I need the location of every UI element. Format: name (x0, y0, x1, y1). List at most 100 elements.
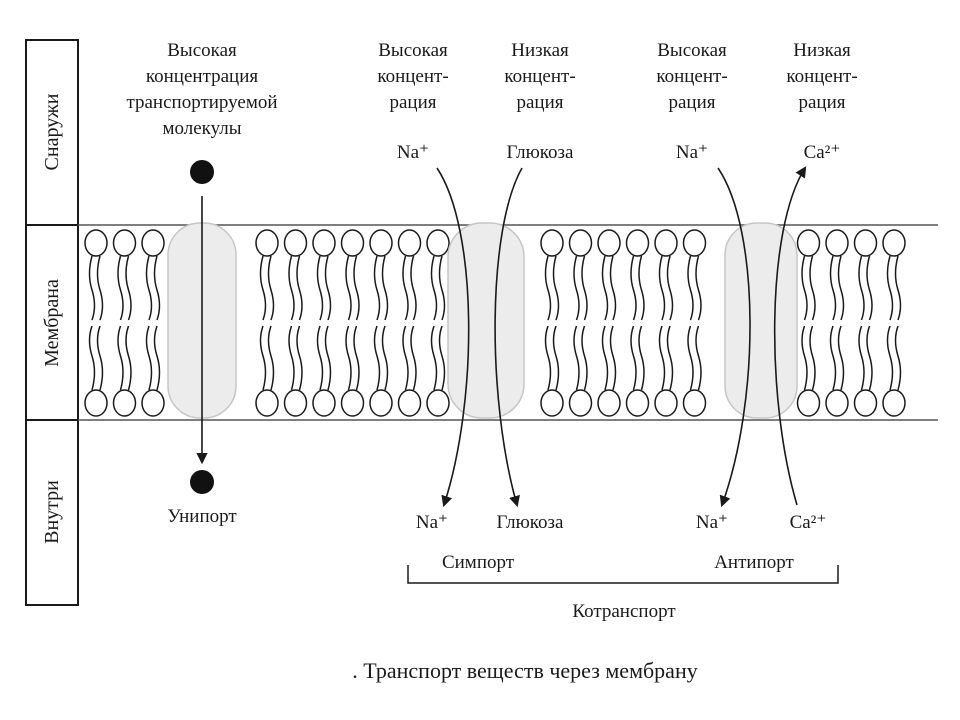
phospholipid-head (597, 229, 621, 257)
membrane-side-label: Мембрана (41, 279, 63, 367)
phospholipid-tail (894, 325, 902, 391)
phospholipid-head (283, 389, 308, 417)
uniport-label-line-2: концентрация (146, 66, 259, 87)
phospholipid-tail (866, 325, 873, 391)
phospholipid-tail (687, 325, 694, 391)
phospholipid-tail (259, 325, 267, 391)
phospholipid-tail (381, 325, 389, 391)
antiport-ca-top-line-2: концент- (786, 66, 857, 87)
phospholipid-tail (267, 325, 275, 391)
phospholipid-head (84, 229, 108, 257)
symport-na-top-line-1: Высокая (378, 40, 448, 61)
cotransport-bracket (407, 565, 839, 584)
lipid-bilayer (84, 229, 906, 417)
phospholipid-tail (410, 255, 417, 321)
phospholipid-head (112, 389, 137, 417)
antiport-label: Антипорт (714, 552, 794, 573)
phospholipid-tail (345, 255, 352, 321)
symport-glucose-bottom: Глюкоза (497, 512, 565, 533)
side-label-box: Снаружи Мембрана Внутри (25, 39, 79, 606)
phospholipid-tail (837, 255, 845, 321)
phospholipid-head (112, 229, 137, 257)
phospholipid-head (283, 229, 308, 257)
phospholipid-tail (695, 325, 702, 391)
phospholipid-head (340, 389, 365, 417)
phospholipid-tail (438, 325, 446, 391)
phospholipid-tail (886, 325, 894, 391)
phospholipid-head (625, 389, 650, 417)
figure-caption: . Транспорт веществ через мембрану (352, 658, 697, 683)
phospholipid-tail (324, 325, 332, 391)
symport-glucose-top: Глюкоза (507, 142, 575, 163)
phospholipid-tail (353, 255, 360, 321)
phospholipid-tail (609, 325, 617, 391)
phospholipid-tail (829, 255, 837, 321)
phospholipid-tail (581, 325, 588, 391)
phospholipid-tail (316, 325, 324, 391)
phospholipid-head (796, 389, 821, 417)
phospholipid-head (568, 389, 593, 417)
phospholipid-head (682, 389, 707, 417)
phospholipid-head (340, 229, 365, 257)
phospholipid-tail (695, 255, 702, 321)
phospholipid-tail (886, 255, 894, 321)
symport-na-top-line-2: концент- (377, 66, 448, 87)
phospholipid-tail (259, 255, 267, 321)
phospholipid-tail (630, 255, 637, 321)
phospholipid-head (312, 229, 336, 257)
phospholipid-head (625, 229, 650, 257)
phospholipid-head (369, 389, 393, 417)
phospholipid-tail (316, 255, 324, 321)
uniport-label-line-1: Высокая (167, 40, 237, 61)
antiport-na-ion-top: Na⁺ (676, 142, 708, 163)
phospholipid-tail (125, 255, 132, 321)
phospholipid-tail (573, 325, 580, 391)
antiport-carrier-protein (724, 222, 798, 419)
phospholipid-tail (117, 255, 124, 321)
symport-glucose-arrow (494, 167, 523, 508)
phospholipid-head (825, 229, 849, 257)
phospholipid-tail (609, 255, 617, 321)
transported-molecule-outside (190, 160, 214, 184)
phospholipid-tail (145, 325, 153, 391)
transported-molecule-inside (190, 470, 214, 494)
phospholipid-tail (809, 325, 816, 391)
phospholipid-tail (601, 255, 609, 321)
phospholipid-tail (666, 255, 674, 321)
phospholipid-tail (809, 255, 816, 321)
phospholipid-tail (573, 255, 580, 321)
phospholipid-head (654, 389, 678, 417)
phospholipid-tail (345, 325, 352, 391)
phospholipid-tail (296, 325, 303, 391)
symport-na-ion-top: Na⁺ (397, 142, 429, 163)
phospholipid-head (255, 389, 279, 417)
symport-na-arrow (436, 167, 470, 508)
antiport-ca-ion-bottom: Ca²⁺ (790, 512, 827, 533)
phospholipid-head (882, 389, 906, 417)
phospholipid-tail (894, 255, 902, 321)
phospholipid-head (853, 229, 878, 257)
phospholipid-tail (544, 325, 552, 391)
cotransport-label: Котранспорт (572, 601, 676, 622)
phospholipid-tail (544, 255, 552, 321)
phospholipid-head (540, 229, 564, 257)
phospholipid-head (369, 229, 393, 257)
phospholipid-tail (296, 255, 303, 321)
phospholipid-tail (402, 325, 409, 391)
phospholipid-head (141, 389, 165, 417)
phospholipid-tail (88, 325, 96, 391)
phospholipid-tail (125, 325, 132, 391)
phospholipid-head (426, 389, 450, 417)
symport-glucose-top-line-1: Низкая (511, 40, 569, 61)
symport-label: Симпорт (442, 552, 515, 573)
phospholipid-head (654, 229, 678, 257)
phospholipid-tail (88, 255, 96, 321)
antiport-na-top-line-2: концент- (656, 66, 727, 87)
phospholipid-tail (96, 325, 104, 391)
phospholipid-tail (638, 325, 645, 391)
phospholipid-tail (117, 325, 124, 391)
antiport-ca-arrow (773, 166, 807, 506)
phospholipid-head (882, 229, 906, 257)
phospholipid-head (141, 229, 165, 257)
antiport-na-arrow (717, 167, 751, 508)
